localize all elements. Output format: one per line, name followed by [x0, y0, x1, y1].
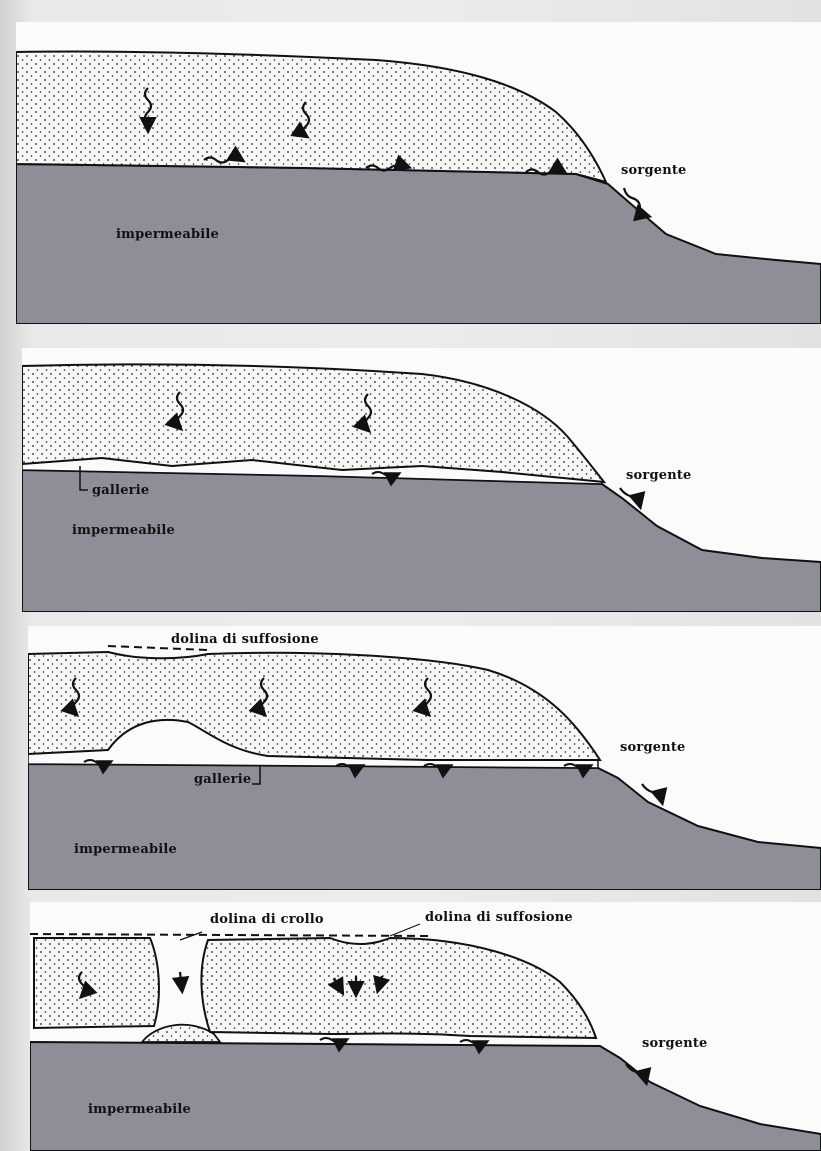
label-impermeabile: impermeabile	[88, 1102, 191, 1117]
impermeable-layer	[30, 1042, 821, 1151]
label-gallerie: gallerie	[194, 772, 251, 787]
impermeable-layer	[28, 764, 821, 890]
label-sorgente: sorgente	[620, 740, 686, 755]
label-impermeabile: impermeabile	[116, 227, 219, 242]
groundwater-flow-arrow-icon	[320, 1038, 486, 1044]
label-sorgente: sorgente	[642, 1036, 708, 1051]
label-sorgente: sorgente	[621, 163, 687, 178]
label-dolina-suffosione: dolina di suffosione	[171, 632, 319, 647]
panel-1-diagram	[16, 22, 821, 324]
label-sorgente: sorgente	[626, 468, 692, 483]
panel-3-dolina-suffosione: dolina di suffosione sorgente gallerie i…	[28, 626, 821, 890]
panel-1-initial-state: sorgente impermeabile	[16, 22, 821, 324]
label-dolina-suffosione: dolina di suffosione	[425, 910, 573, 925]
label-dolina-crollo: dolina di crollo	[210, 912, 324, 927]
panel-2-diagram	[22, 348, 821, 612]
label-impermeabile: impermeabile	[72, 523, 175, 538]
panel-2-gallerie: sorgente gallerie impermeabile	[22, 348, 821, 612]
label-impermeabile: impermeabile	[74, 842, 177, 857]
label-gallerie: gallerie	[92, 483, 149, 498]
panel-4-dolina-crollo: dolina di crollo dolina di suffosione so…	[30, 902, 821, 1151]
impermeable-layer	[16, 164, 821, 324]
original-surface-dashed-line	[30, 934, 430, 936]
